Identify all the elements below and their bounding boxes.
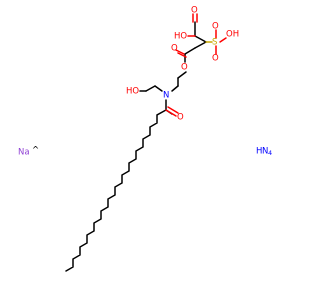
bond — [177, 71, 187, 79]
ammonium-h: H — [256, 147, 262, 157]
carbon-skeleton — [65, 21, 207, 272]
bond — [165, 109, 177, 117]
radical-marker: ^ — [32, 146, 39, 156]
acid-hydroxyl: HO — [174, 32, 187, 42]
bond — [194, 35, 207, 43]
heteroatom-bonds — [165, 13, 227, 117]
ammonium-n: N — [262, 147, 268, 157]
amide-oxygen: O — [177, 113, 184, 123]
sulfur-atom: S — [212, 38, 217, 48]
ester-carbonyl-oxygen: O — [171, 44, 178, 54]
counterions: Na ^ H N 4 — [18, 146, 272, 158]
atom-labels: O HO S OH O O O O HO N O — [126, 6, 239, 123]
bond — [171, 85, 179, 92]
sulfo-oxygen-top: O — [212, 22, 219, 32]
bond — [177, 52, 187, 58]
amide-nitrogen: N — [163, 91, 169, 101]
ester-oxygen: O — [181, 63, 188, 73]
bond — [175, 49, 185, 55]
acid-carbonyl-oxygen: O — [191, 6, 198, 16]
bond — [167, 106, 179, 114]
structure-canvas: O HO S OH O O O O HO N O Na ^ H N 4 — [18, 6, 272, 272]
sulfo-hydroxyl: OH — [226, 30, 239, 40]
ammonium-subscript: 4 — [268, 149, 272, 157]
stearyl-chain — [65, 109, 167, 272]
bond — [184, 47, 196, 55]
sodium-ion: Na — [18, 148, 30, 158]
bond — [154, 85, 163, 92]
bond — [219, 37, 227, 43]
sulfo-oxygen-bottom: O — [212, 54, 219, 64]
molecule-structure: O HO S OH O O O O HO N O Na ^ H N 4 — [18, 6, 272, 272]
bond — [145, 85, 156, 92]
hydroxyl-group: HO — [126, 87, 139, 97]
bond — [194, 41, 207, 49]
